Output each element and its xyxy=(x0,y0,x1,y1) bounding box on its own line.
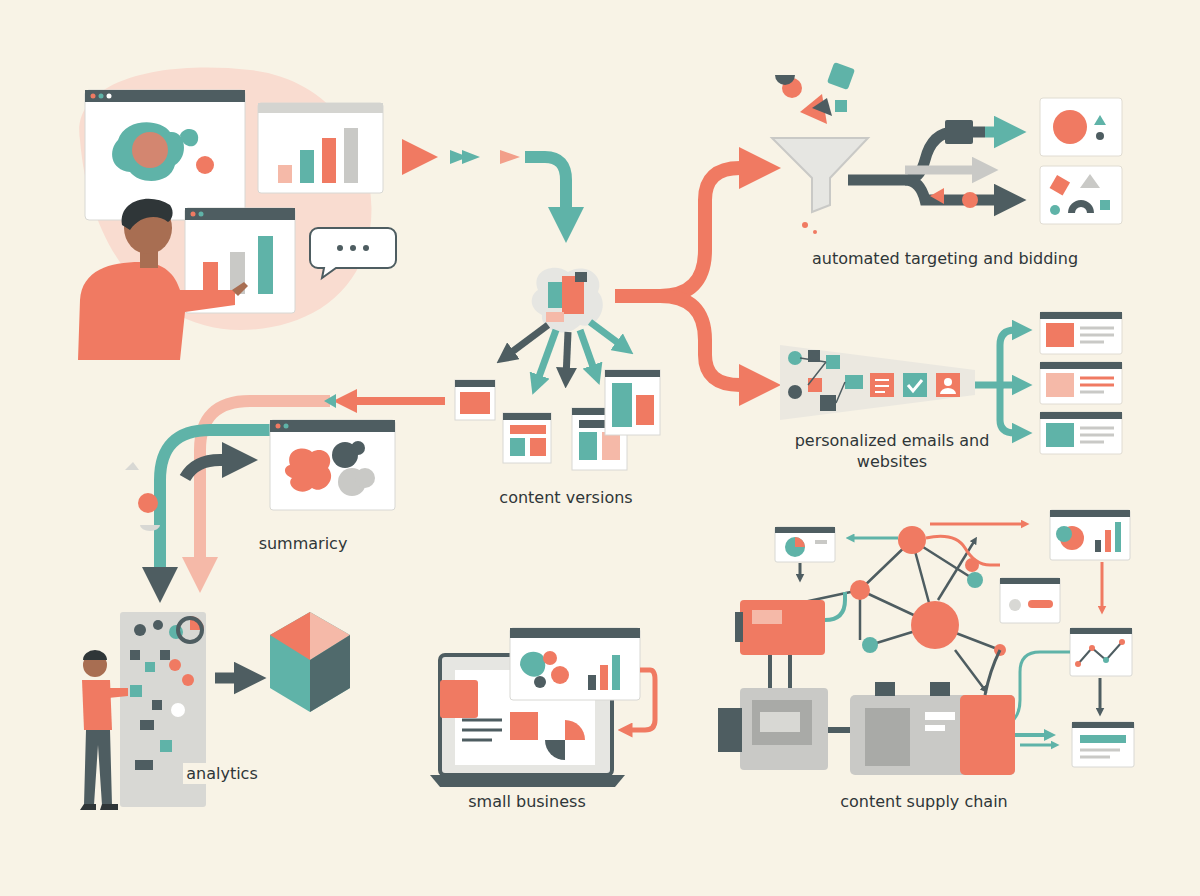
caption-label: personalized emails and websites xyxy=(792,430,993,472)
caption-label: summaricy xyxy=(256,533,351,554)
caption-label: content versions xyxy=(496,487,635,508)
caption-label: automated targeting and bidding xyxy=(809,248,1081,269)
caption-label: small business xyxy=(465,791,588,812)
caption-label: analytics xyxy=(183,763,261,784)
caption-label: content supply chain xyxy=(837,791,1010,812)
